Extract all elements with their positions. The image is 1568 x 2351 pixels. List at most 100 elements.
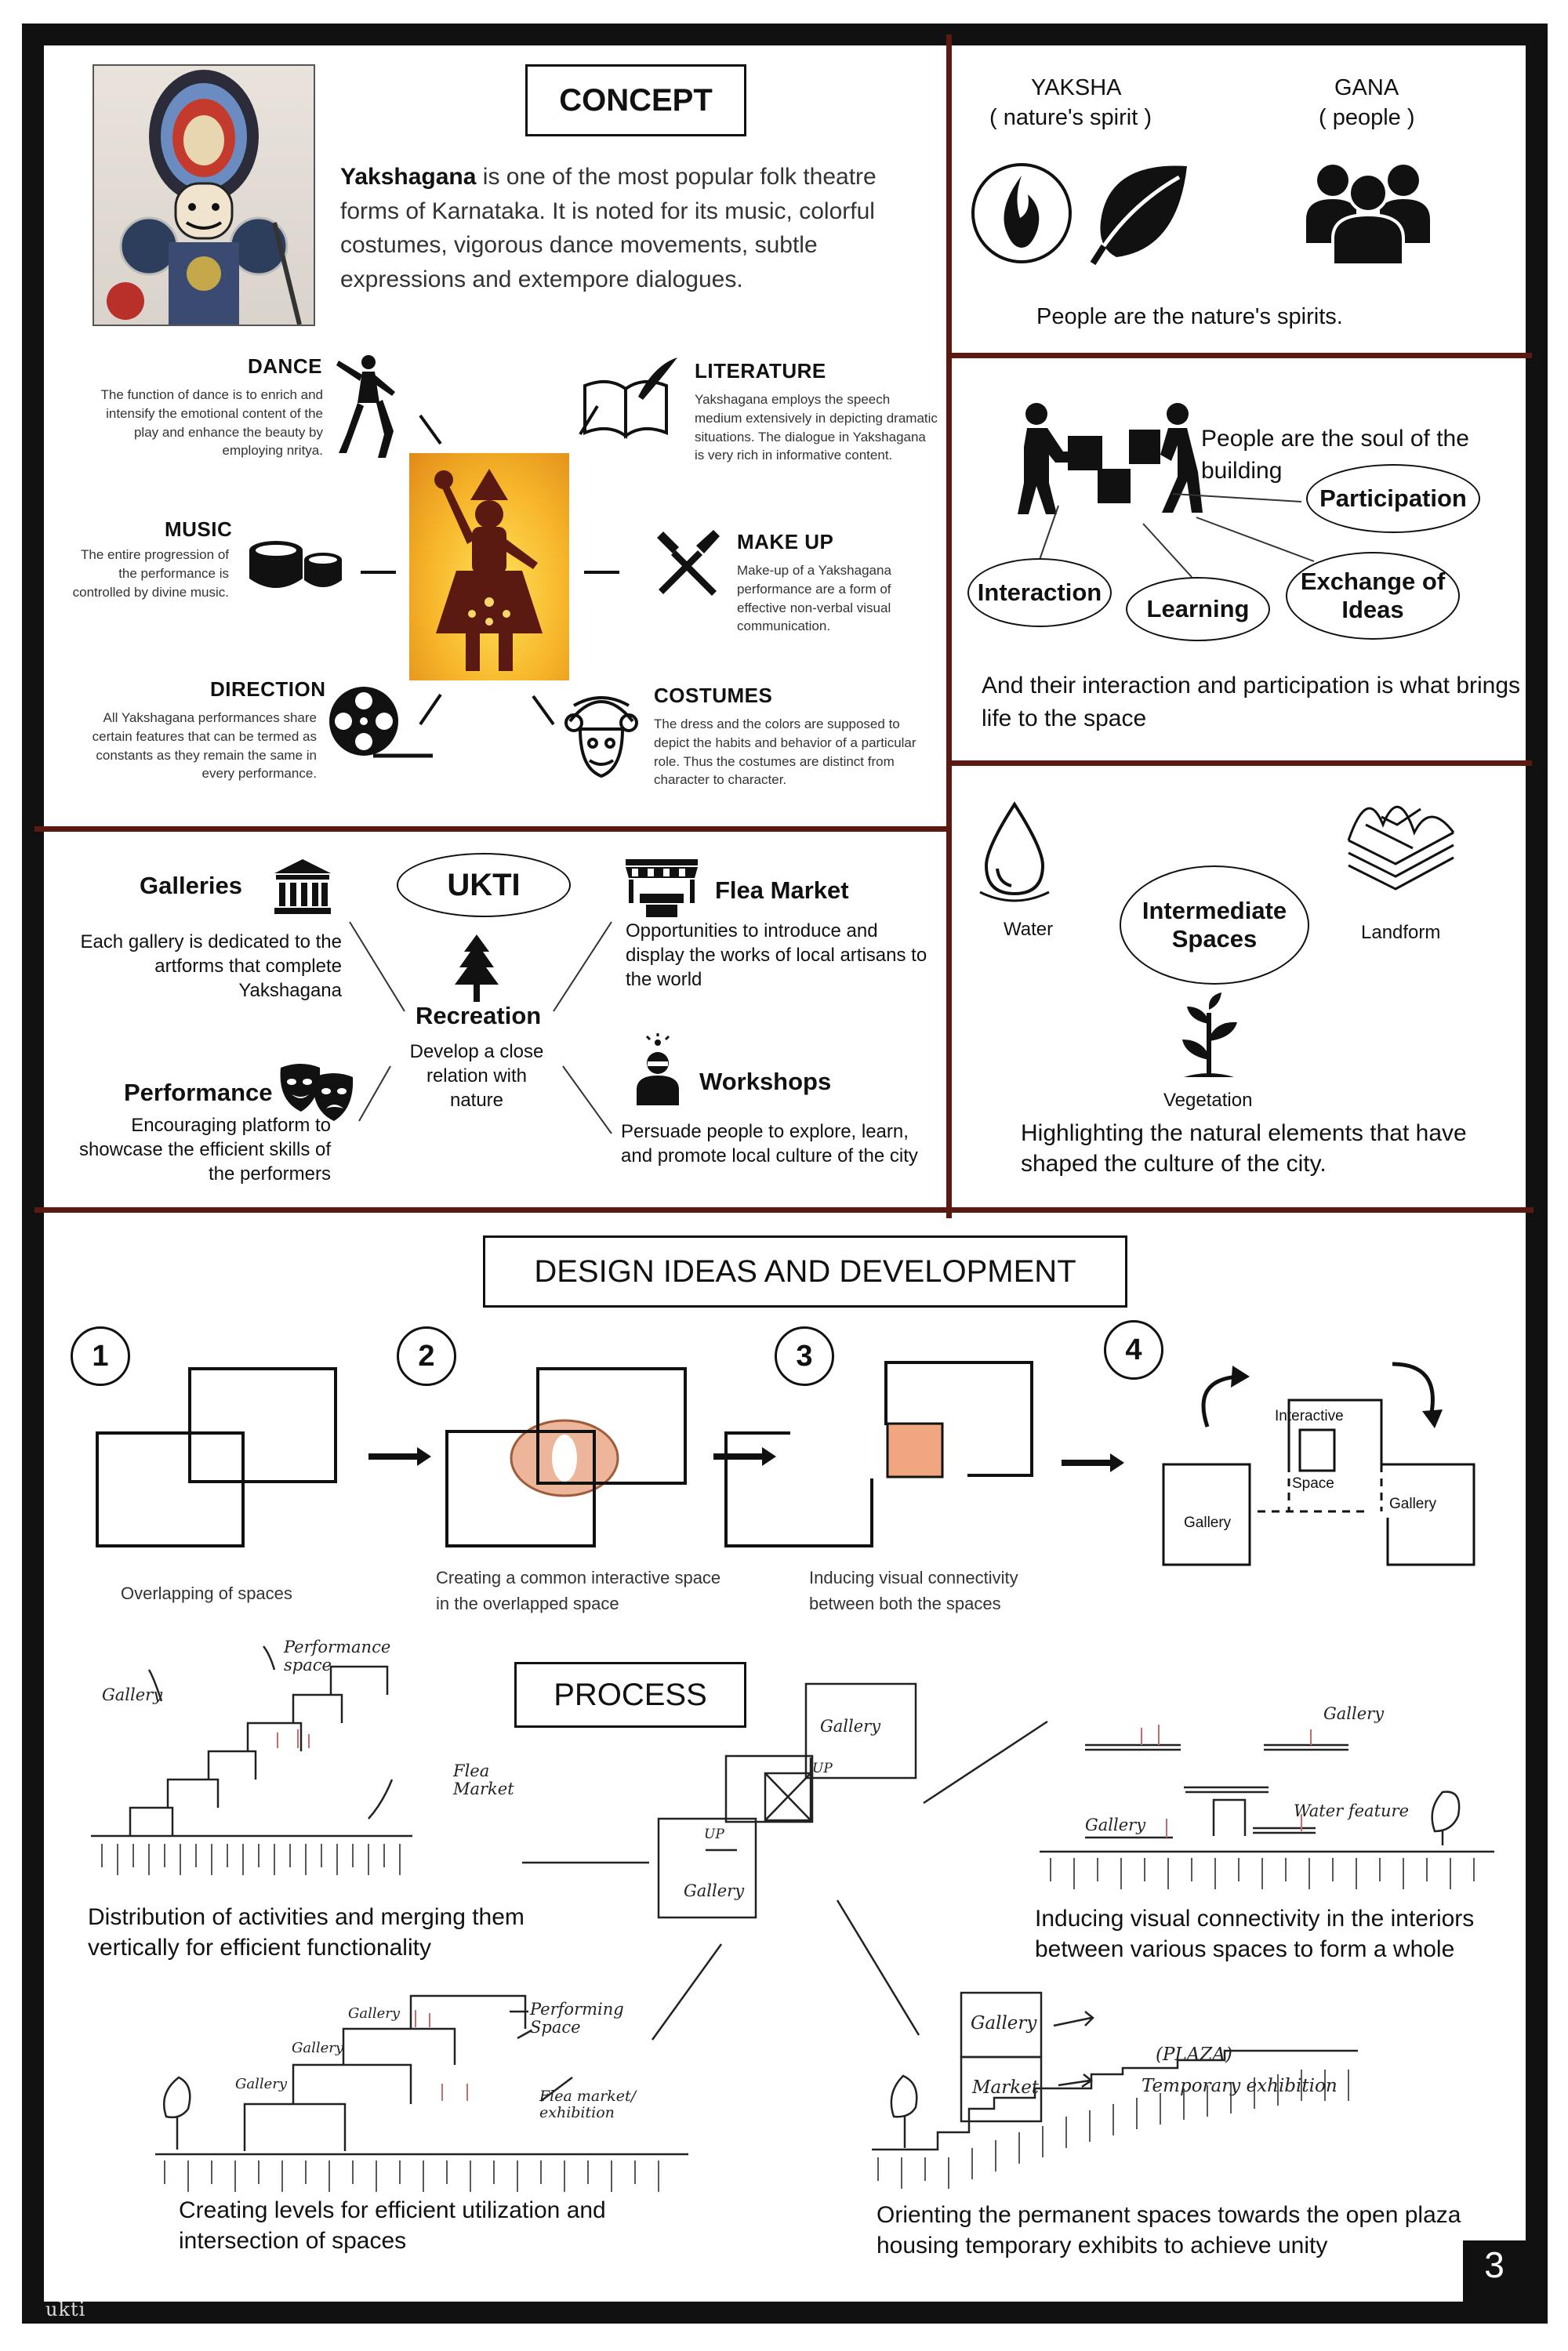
yakshagana-dancer-image bbox=[409, 453, 569, 680]
concept-spokes bbox=[361, 405, 619, 726]
direction-text: All Yakshagana performances share certai… bbox=[92, 710, 317, 782]
ukti-connectors bbox=[349, 921, 612, 1134]
concept-title: CONCEPT bbox=[559, 83, 713, 118]
yaksha-title: YAKSHA bbox=[1031, 75, 1122, 100]
museum-icon bbox=[274, 859, 331, 914]
sketch4-caption: Orienting the permanent spaces towards t… bbox=[877, 2202, 1461, 2258]
sketch3-label-gallery-2: Gallery bbox=[292, 2040, 344, 2056]
workshops-title: Workshops bbox=[699, 1068, 832, 1095]
water-drop-icon bbox=[979, 801, 1050, 902]
recreation-title: Recreation bbox=[416, 1002, 542, 1029]
step-1-number: 1 bbox=[71, 1326, 130, 1386]
step-2-caption: Creating a common interactive space in t… bbox=[436, 1568, 721, 1613]
step-3-number: 3 bbox=[775, 1326, 834, 1386]
step-4-gallery-left: Gallery bbox=[1184, 1515, 1232, 1531]
yaksha-subtitle: ( nature's spirit ) bbox=[989, 105, 1152, 130]
vegetation-label: Vegetation bbox=[1163, 1090, 1253, 1111]
oval-exchange-ideas: Exchange of Ideas bbox=[1286, 552, 1460, 640]
sketch1-label-gallery: Gallery bbox=[102, 1685, 163, 1704]
divider-full bbox=[34, 1207, 1534, 1213]
flea-market-text: Opportunities to introduce and display t… bbox=[626, 920, 927, 991]
fire-icon bbox=[971, 163, 1072, 263]
book-quill-icon bbox=[583, 357, 677, 439]
oval-learning: Learning bbox=[1126, 577, 1270, 641]
theatre-masks-icon bbox=[280, 1064, 354, 1121]
concept-intro-bold: Yakshagana bbox=[340, 164, 477, 190]
design-steps-diagram bbox=[96, 1361, 1475, 1566]
design-title: DESIGN IDEAS AND DEVELOPMENT bbox=[534, 1254, 1076, 1289]
music-text: The entire progression of the performanc… bbox=[72, 547, 229, 600]
divider-right-1 bbox=[952, 353, 1532, 358]
sketch3-label-gallery-1: Gallery bbox=[235, 2076, 288, 2092]
concept-title-box: CONCEPT bbox=[525, 64, 746, 136]
sketch3-label-performing: Performing Space bbox=[530, 2000, 624, 2037]
costumes-title: COSTUMES bbox=[654, 684, 773, 707]
design-title-box: DESIGN IDEAS AND DEVELOPMENT bbox=[483, 1235, 1127, 1308]
costumes-text: The dress and the colors are supposed to… bbox=[654, 717, 916, 788]
flea-market-title: Flea Market bbox=[715, 876, 849, 904]
people-icon bbox=[1306, 165, 1430, 267]
performance-text: Encouraging platform to showcase the eff… bbox=[78, 1115, 331, 1185]
market-stall-icon bbox=[626, 859, 698, 917]
leaf-icon bbox=[1090, 165, 1187, 266]
sketch3-label-gallery-3: Gallery bbox=[348, 2005, 401, 2022]
sketch2-caption: Inducing visual connectivity in the inte… bbox=[1035, 1906, 1475, 1962]
oval-interaction: Interaction bbox=[967, 558, 1112, 627]
literature-text: Yakshagana employs the speech medium ext… bbox=[695, 392, 938, 463]
center-label-gallery-top: Gallery bbox=[820, 1717, 881, 1736]
participation-connectors bbox=[1039, 493, 1315, 578]
makeup-text: Make-up of a Yakshagana performance are … bbox=[737, 563, 891, 634]
makeup-brushes-icon bbox=[657, 530, 720, 596]
divider-right-2 bbox=[952, 760, 1532, 766]
puzzle-people-icon bbox=[1018, 403, 1203, 514]
center-label-gallery-bottom: Gallery bbox=[684, 1881, 745, 1900]
direction-title: DIRECTION bbox=[210, 677, 326, 701]
landform-label: Landform bbox=[1361, 922, 1441, 943]
process-title: PROCESS bbox=[554, 1678, 707, 1712]
literature-title: LITERATURE bbox=[695, 359, 826, 383]
step-1-caption: Overlapping of spaces bbox=[121, 1584, 292, 1603]
sketch4-label-plaza: (PLAZA) bbox=[1156, 2044, 1232, 2065]
performance-title: Performance bbox=[124, 1079, 273, 1106]
workshop-person-icon bbox=[637, 1033, 679, 1105]
participation-text: People are the soul of the building bbox=[1201, 426, 1469, 484]
makeup-title: MAKE UP bbox=[737, 530, 834, 553]
participation-caption: And their interaction and participation … bbox=[982, 673, 1521, 731]
step-4-gallery-right: Gallery bbox=[1389, 1496, 1437, 1512]
intermediate-spaces-oval: Intermediate Spaces bbox=[1120, 865, 1309, 985]
workshops-text: Persuade people to explore, learn, and p… bbox=[621, 1121, 918, 1167]
concept-intro: Yakshagana is one of the most popular fo… bbox=[340, 160, 936, 296]
gana-subtitle: ( people ) bbox=[1319, 105, 1415, 130]
sketch4-label-gallery: Gallery bbox=[971, 2013, 1037, 2034]
dancer-icon bbox=[336, 355, 395, 458]
sketch2-label-gallery-left: Gallery bbox=[1085, 1816, 1146, 1834]
step-4-number: 4 bbox=[1104, 1320, 1163, 1380]
sketch4-label-temporary: Temporary exhibition bbox=[1142, 2076, 1338, 2096]
page-frame bbox=[22, 24, 1548, 2324]
galleries-title: Galleries bbox=[140, 872, 242, 899]
sketch2-label-water: Water feature bbox=[1294, 1801, 1410, 1820]
process-sketches bbox=[91, 1645, 1494, 2192]
dance-text: The function of dance is to enrich and i… bbox=[100, 387, 323, 459]
divider-left-1 bbox=[34, 826, 946, 832]
page-number: 3 bbox=[1484, 2244, 1504, 2285]
galleries-text: Each gallery is dedicated to the artform… bbox=[80, 931, 342, 1002]
sketch4-label-market: Market bbox=[972, 2077, 1040, 2098]
dance-title: DANCE bbox=[248, 354, 322, 378]
center-label-up-2: UP bbox=[704, 1827, 724, 1842]
drums-icon bbox=[249, 541, 342, 588]
step-4-space-label: Space bbox=[1292, 1475, 1334, 1492]
divider-vertical-top bbox=[946, 34, 952, 1218]
step-4-interactive-label: Interactive bbox=[1275, 1408, 1344, 1424]
sketch1-label-performance: Performance space bbox=[284, 1638, 391, 1675]
landform-icon bbox=[1347, 806, 1455, 891]
film-reel-icon bbox=[329, 687, 433, 758]
ukti-logo: ukti bbox=[45, 2298, 86, 2320]
nature-caption: Highlighting the natural elements that h… bbox=[1021, 1120, 1467, 1177]
sketch3-label-flea: Flea market/ exhibition bbox=[539, 2088, 637, 2121]
yakshagana-portrait bbox=[93, 64, 315, 326]
gana-title: GANA bbox=[1334, 75, 1399, 100]
music-title: MUSIC bbox=[165, 517, 233, 541]
recreation-text: Develop a close relation with nature bbox=[409, 1041, 544, 1112]
center-label-up-1: UP bbox=[812, 1761, 833, 1776]
